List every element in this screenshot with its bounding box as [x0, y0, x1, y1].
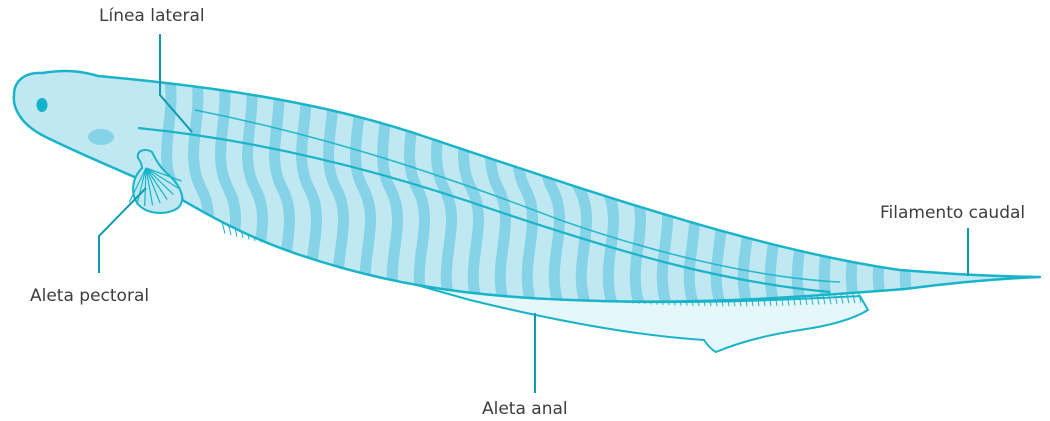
label-anal-fin: Aleta anal [482, 401, 568, 418]
gill-patch [88, 129, 114, 145]
eye-icon [37, 98, 48, 112]
label-pectoral-fin: Aleta pectoral [30, 288, 149, 305]
label-caudal-filament: Filamento caudal [880, 205, 1025, 222]
label-lateral-line: Línea lateral [99, 8, 205, 25]
